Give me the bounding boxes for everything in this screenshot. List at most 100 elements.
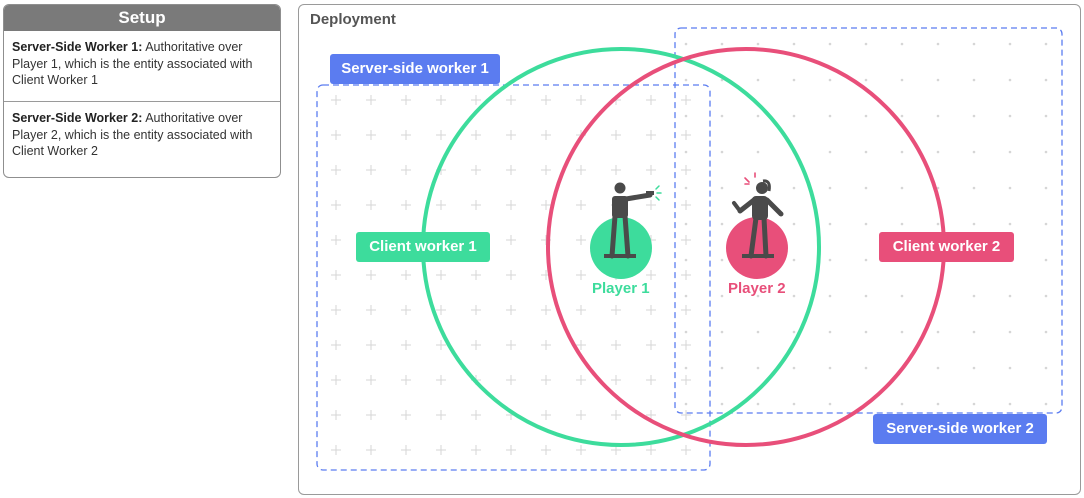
grid-plus-mark (576, 305, 586, 315)
server-worker-2-area-pattern (684, 42, 1048, 406)
grid-plus-mark (471, 340, 481, 350)
grid-dot-mark (720, 258, 724, 262)
grid-dot-mark (684, 186, 688, 190)
server-worker-2-label: Server-side worker 2 (873, 414, 1047, 444)
client-worker-2-label: Client worker 2 (879, 232, 1014, 262)
grid-plus-mark (611, 340, 621, 350)
grid-plus-mark (681, 340, 691, 350)
grid-plus-mark (681, 130, 691, 140)
grid-dot-mark (900, 222, 904, 226)
grid-dot-mark (1008, 366, 1012, 370)
grid-dot-mark (972, 186, 976, 190)
grid-plus-mark (681, 270, 691, 280)
grid-plus-mark (541, 130, 551, 140)
setup-entry-title: Server-Side Worker 1: (12, 40, 143, 54)
grid-dot-mark (972, 114, 976, 118)
setup-entry-server-worker-1: Server-Side Worker 1: Authoritative over… (4, 31, 280, 102)
grid-plus-mark (401, 95, 411, 105)
grid-dot-mark (720, 150, 724, 154)
grid-plus-mark (471, 200, 481, 210)
grid-plus-mark (366, 445, 376, 455)
grid-plus-mark (331, 305, 341, 315)
grid-dot-mark (936, 330, 940, 334)
grid-dot-mark (720, 186, 724, 190)
grid-plus-mark (331, 130, 341, 140)
grid-dot-mark (792, 114, 796, 118)
grid-dot-mark (972, 42, 976, 46)
grid-plus-mark (576, 270, 586, 280)
grid-plus-mark (541, 95, 551, 105)
grid-dot-mark (792, 294, 796, 298)
grid-plus-mark (401, 270, 411, 280)
grid-dot-mark (900, 294, 904, 298)
grid-dot-mark (864, 186, 868, 190)
setup-title: Setup (4, 5, 280, 31)
grid-dot-mark (936, 402, 940, 406)
grid-dot-mark (720, 114, 724, 118)
player-1-entity-marker (590, 217, 652, 279)
grid-dot-mark (864, 330, 868, 334)
grid-plus-mark (436, 410, 446, 420)
grid-dot-mark (864, 42, 868, 46)
grid-plus-mark (366, 410, 376, 420)
grid-plus-mark (541, 410, 551, 420)
grid-dot-mark (1008, 402, 1012, 406)
grid-plus-mark (506, 130, 516, 140)
grid-dot-mark (936, 222, 940, 226)
grid-dot-mark (1044, 402, 1048, 406)
grid-dot-mark (828, 114, 832, 118)
grid-plus-mark (646, 165, 656, 175)
grid-dot-mark (1044, 78, 1048, 82)
grid-dot-mark (684, 114, 688, 118)
grid-plus-mark (436, 340, 446, 350)
grid-dot-mark (720, 330, 724, 334)
grid-plus-mark (576, 235, 586, 245)
grid-dot-mark (936, 186, 940, 190)
grid-dot-mark (1008, 114, 1012, 118)
muzzle-flash-icon (655, 185, 662, 201)
grid-plus-mark (681, 235, 691, 245)
grid-dot-mark (756, 42, 760, 46)
server-worker-1-label: Server-side worker 1 (330, 54, 500, 84)
grid-plus-mark (401, 200, 411, 210)
grid-dot-mark (864, 78, 868, 82)
grid-dot-mark (900, 402, 904, 406)
grid-dot-mark (936, 78, 940, 82)
grid-plus-mark (401, 340, 411, 350)
grid-dot-mark (720, 222, 724, 226)
grid-plus-mark (366, 95, 376, 105)
grid-plus-mark (471, 270, 481, 280)
grid-dot-mark (1044, 186, 1048, 190)
grid-plus-mark (401, 305, 411, 315)
grid-plus-mark (366, 200, 376, 210)
grid-plus-mark (506, 200, 516, 210)
grid-dot-mark (792, 330, 796, 334)
grid-dot-mark (828, 222, 832, 226)
grid-plus-mark (506, 165, 516, 175)
grid-dot-mark (972, 402, 976, 406)
grid-dot-mark (828, 294, 832, 298)
grid-dot-mark (900, 114, 904, 118)
grid-dot-mark (792, 258, 796, 262)
grid-dot-mark (1008, 186, 1012, 190)
grid-plus-mark (436, 95, 446, 105)
grid-dot-mark (828, 366, 832, 370)
grid-dot-mark (828, 402, 832, 406)
grid-dot-mark (936, 114, 940, 118)
grid-plus-mark (436, 305, 446, 315)
setup-entry-text: Authoritative over Player 2, which is th… (12, 111, 253, 158)
grid-dot-mark (1044, 150, 1048, 154)
grid-dot-mark (720, 366, 724, 370)
grid-dot-mark (684, 42, 688, 46)
grid-plus-mark (366, 305, 376, 315)
grid-plus-mark (576, 95, 586, 105)
grid-dot-mark (1008, 42, 1012, 46)
player-2-hit-icon (732, 179, 784, 259)
grid-plus-mark (611, 305, 621, 315)
grid-plus-mark (471, 95, 481, 105)
grid-plus-mark (331, 340, 341, 350)
grid-plus-mark (331, 375, 341, 385)
grid-dot-mark (936, 150, 940, 154)
grid-dot-mark (1008, 294, 1012, 298)
hit-spark-icon (744, 172, 756, 185)
